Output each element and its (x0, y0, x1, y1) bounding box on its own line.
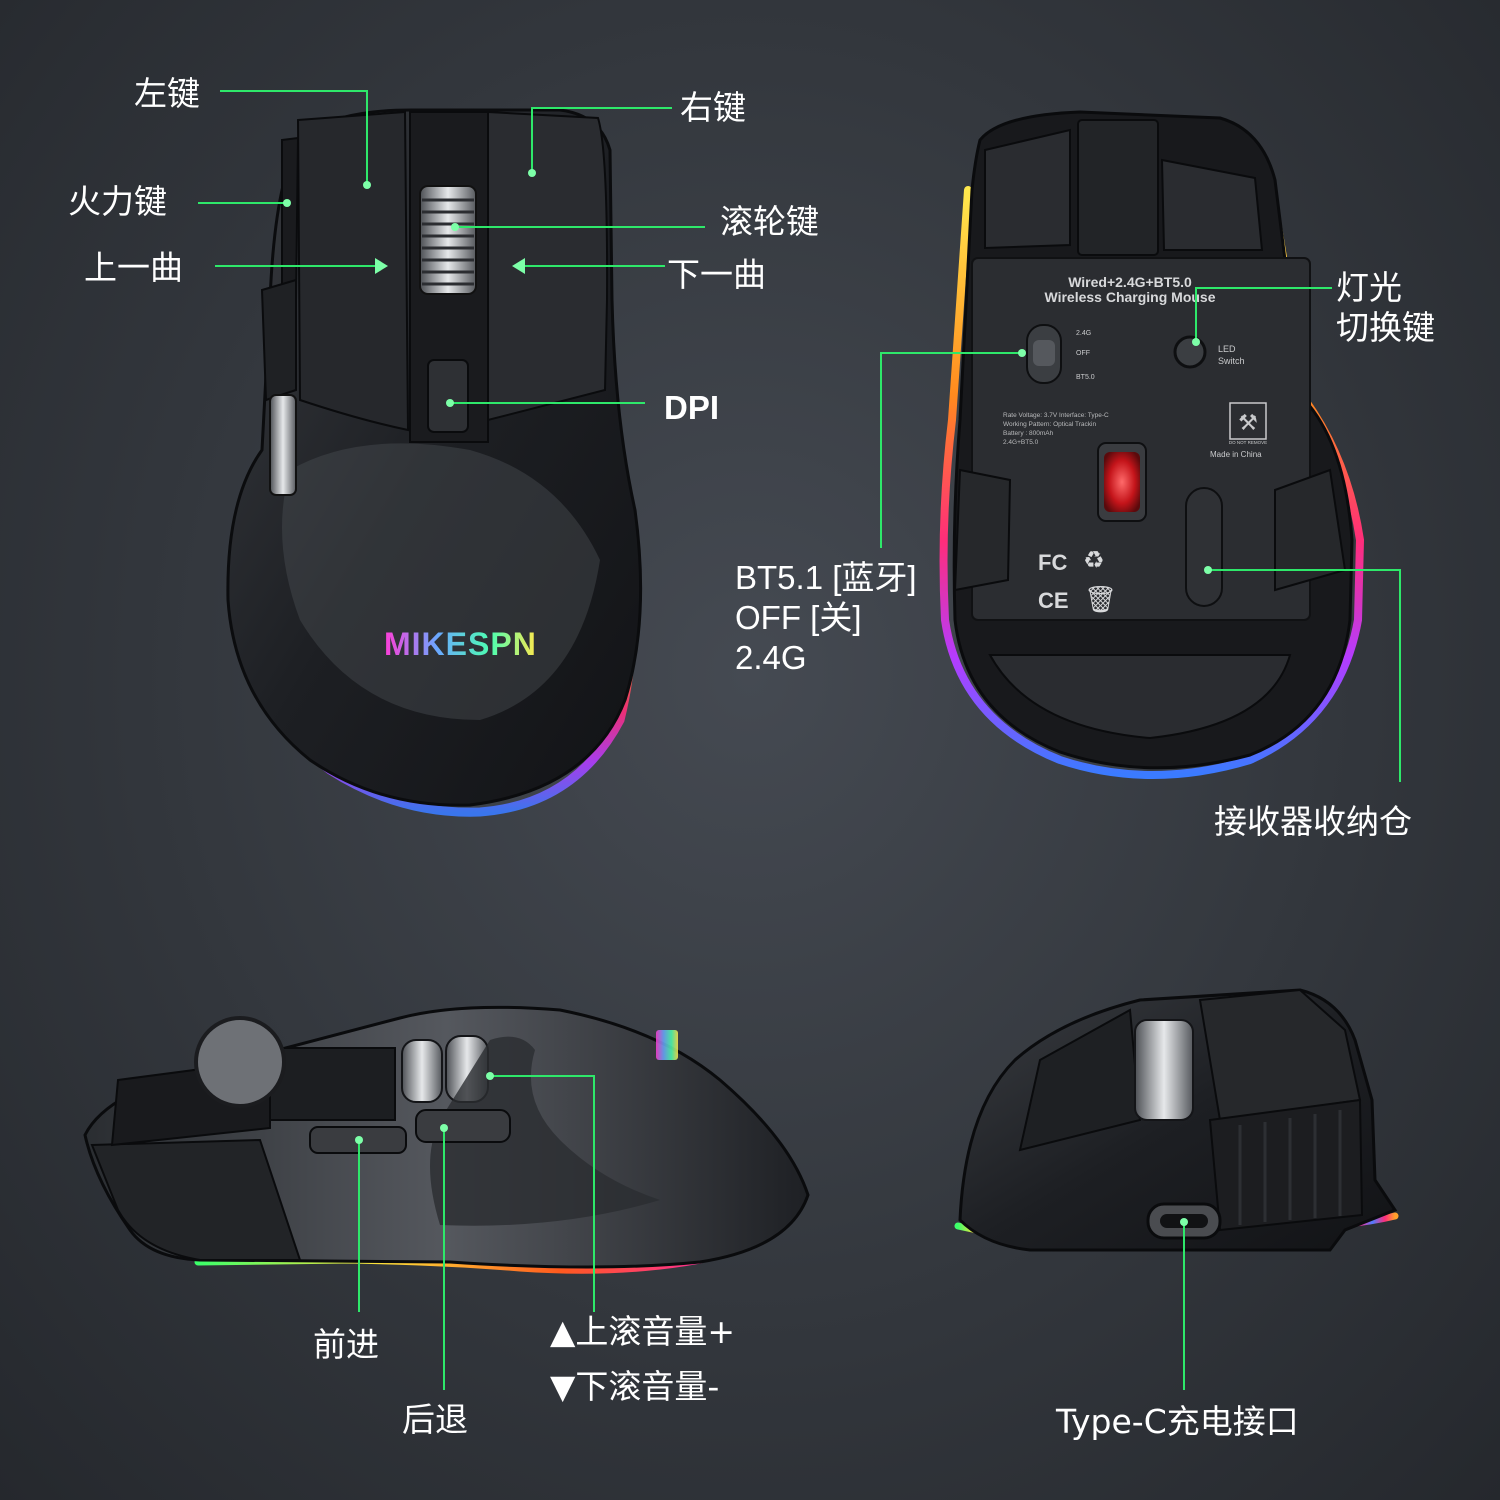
callout-line-volume (490, 1075, 595, 1312)
dot-typec (1180, 1218, 1188, 1226)
bottom-top-skate (984, 128, 1071, 250)
arrow-next-track (512, 258, 525, 274)
spec-lines: Rate Voltage: 3.7V Interface: Type-C Wor… (1003, 412, 1109, 446)
front-left-button (1018, 1008, 1142, 1152)
dot-forward (355, 1136, 363, 1144)
label-volume-up: ▲上滚音量+ (550, 1312, 736, 1351)
callout-line-light-switch (1195, 287, 1332, 342)
side-back-button (415, 1109, 511, 1143)
hammer-icon: ⚒ (1238, 411, 1258, 436)
label-right-button: 右键 (680, 88, 746, 127)
label-mode-24g: 2.4G (735, 639, 807, 676)
side-middle-panel (269, 1047, 396, 1121)
bottom-left-skate (953, 468, 1012, 592)
label-light-switch: 灯光 切换键 (1336, 268, 1435, 348)
spec-line-0: Rate Voltage: 3.7V Interface: Type-C (1003, 412, 1109, 419)
label-light-line1: 灯光 (1336, 268, 1402, 307)
top-left-button-panel (296, 110, 410, 432)
label-light-line2: 切换键 (1336, 308, 1435, 347)
top-side-fire-button (281, 136, 300, 301)
callout-dots (283, 169, 1212, 1226)
spec-line-2: Battery : 800mAh (1003, 430, 1054, 437)
led-switch-button (1173, 335, 1207, 369)
bottom-rgb-ring (939, 186, 1365, 779)
top-scroll-wheel-grooves (422, 198, 474, 286)
cert-fc: FC (1038, 550, 1067, 575)
brand-logo: MIKESPN (384, 626, 537, 662)
front-right-button (1198, 988, 1362, 1122)
side-logo-light (656, 1030, 678, 1060)
side-top-wheel (194, 1016, 286, 1108)
label-typec-port: Type-C充电接口 (1056, 1402, 1299, 1441)
label-dpi: DPI (664, 389, 720, 426)
label-forward: 前进 (313, 1325, 379, 1364)
dot-mode-switch (1018, 349, 1026, 357)
dot-dpi (446, 399, 454, 407)
label-receiver-storage: 接收器收纳仓 (1214, 802, 1412, 841)
mouse-bottom-view: Wired+2.4G+BT5.0 Wireless Charging Mouse… (939, 110, 1365, 779)
plate-title-line2: Wireless Charging Mouse (1044, 289, 1215, 305)
top-dpi-button (427, 359, 469, 433)
dot-right-button (528, 169, 536, 177)
side-thumb-wheel-1 (401, 1039, 443, 1103)
do-not-remove-text: DO NOT REMOVE (1229, 440, 1267, 445)
top-side-scroll-wheel (269, 394, 297, 496)
dot-light-switch (1192, 338, 1200, 346)
top-scroll-wheel (419, 185, 477, 295)
led-label-line2: Switch (1218, 356, 1245, 366)
spec-line-3: 2.4G+BT5.0 (1003, 439, 1039, 446)
label-prev-track: 上一曲 (84, 248, 183, 287)
recycle-icon: ♻ (1083, 546, 1105, 574)
dot-scroll-button (451, 223, 459, 231)
dot-receiver (1204, 566, 1212, 574)
dot-volume (486, 1072, 494, 1080)
bottom-rear-skate (988, 654, 1292, 740)
switch-pos-off: OFF (1076, 350, 1090, 357)
label-next-track: 下一曲 (667, 255, 766, 294)
mouse-front-view (954, 988, 1399, 1252)
dot-back (440, 1124, 448, 1132)
mouse-top-view: MIKESPN (226, 108, 643, 817)
switch-pos-bt: BT5.0 (1076, 374, 1095, 381)
front-scroll-wheel (1134, 1019, 1194, 1121)
receiver-storage-slot (1185, 487, 1223, 607)
label-fire-button: 火力键 (68, 182, 167, 221)
bottom-center-slot (1077, 119, 1159, 256)
label-left-button: 左键 (134, 74, 200, 113)
weee-bin-icon: 🗑 (1084, 585, 1117, 615)
dot-fire-button (283, 199, 291, 207)
label-scroll-button: 滚轮键 (720, 202, 819, 241)
top-side-track-buttons (260, 278, 297, 402)
side-thumb-rest (430, 1036, 660, 1226)
led-label-line1: LED (1218, 344, 1236, 354)
made-in-china-text: Made in China (1210, 450, 1262, 459)
label-back: 后退 (402, 1400, 468, 1439)
label-mode-bt: BT5.1 [蓝牙] (735, 559, 917, 596)
top-palm-highlight (282, 443, 600, 720)
front-ribs (1238, 1110, 1342, 1225)
plate-title-line1: Wired+2.4G+BT5.0 (1068, 274, 1192, 290)
label-mode-switch: BT5.1 [蓝牙] OFF [关] 2.4G (735, 558, 917, 678)
mode-slide-knob (1033, 340, 1055, 366)
callout-line-left-button (220, 90, 368, 185)
dot-left-button (363, 181, 371, 189)
do-not-remove-icon (1229, 402, 1267, 440)
arrow-prev-track (375, 258, 388, 274)
switch-pos-24g: 2.4G (1076, 330, 1091, 337)
label-volume-down: ▼下滚音量- (550, 1367, 720, 1406)
bottom-top-skate-right (1160, 158, 1264, 251)
mouse-side-view (83, 1005, 810, 1274)
cert-ce: CE (1038, 588, 1069, 613)
callout-line-receiver (1208, 569, 1401, 782)
callout-line-right-button (531, 107, 672, 173)
label-mode-off: OFF [关] (735, 599, 862, 636)
side-front-face (90, 1138, 302, 1261)
spec-line-1: Working Pattern: Optical Trackin (1003, 421, 1096, 428)
front-ribbed-face (1208, 1098, 1364, 1232)
callout-lines (198, 90, 1401, 1390)
optical-sensor (1104, 452, 1140, 512)
callout-line-mode-switch (880, 352, 1022, 548)
